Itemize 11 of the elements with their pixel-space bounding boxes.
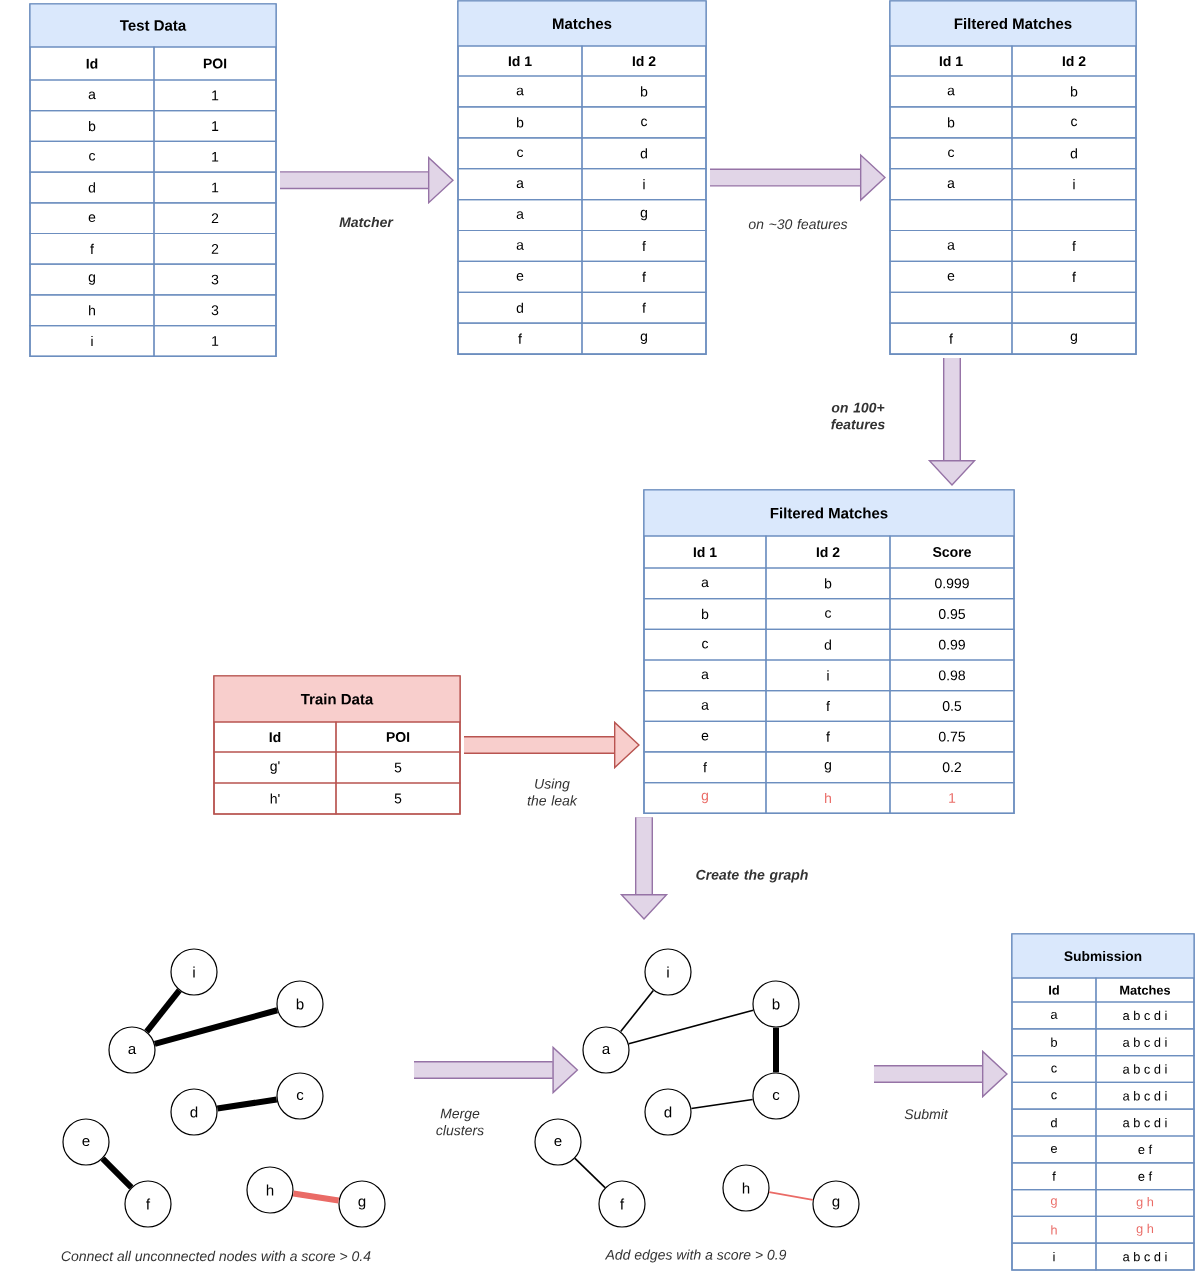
graph-edge bbox=[690, 1098, 754, 1110]
graph-edge bbox=[100, 1156, 134, 1190]
graph-edge bbox=[768, 1191, 814, 1201]
graph-edge bbox=[153, 1007, 279, 1047]
graph-edge bbox=[144, 988, 182, 1034]
graph-edge bbox=[574, 1157, 606, 1189]
graph-edge bbox=[292, 1190, 340, 1204]
graph-edge bbox=[627, 1009, 754, 1045]
graph-edge bbox=[619, 989, 655, 1033]
graph-edge bbox=[216, 1096, 278, 1112]
graph-edge bbox=[773, 1027, 779, 1073]
